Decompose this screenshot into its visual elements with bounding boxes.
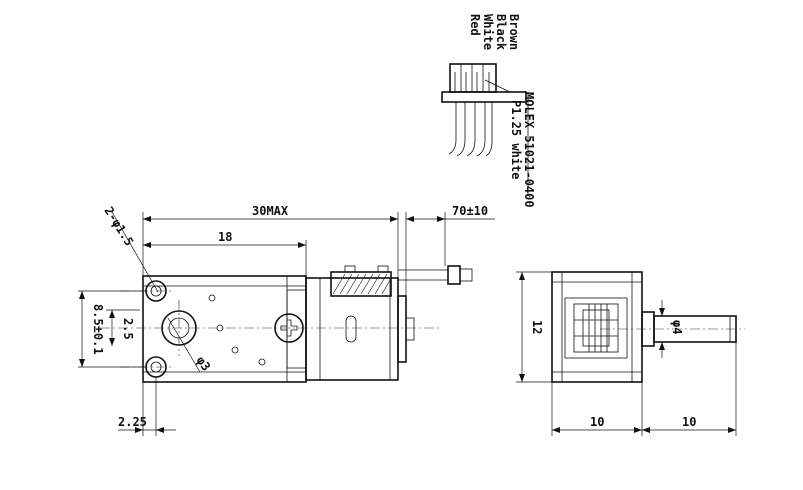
dim-lead-length: 70±10 xyxy=(452,204,488,218)
motor-front-view xyxy=(100,265,473,383)
dim-shaft-offset: 2.5 xyxy=(121,318,135,340)
connector-top-view xyxy=(441,63,527,157)
dim-side-height: 12 xyxy=(530,320,544,334)
side-view-dimensions: 12 φ4 10 10 xyxy=(516,271,737,436)
connector-label: MOLEX 51021-0400 P1.25 white xyxy=(509,92,536,208)
dim-bore-diameter: φ3 xyxy=(194,354,214,374)
wire-color-labels: Brown Black White Red xyxy=(468,14,521,51)
coil-hatching xyxy=(332,273,391,295)
dim-body-length: 18 xyxy=(218,230,232,244)
dim-hole-edge: 2.25 xyxy=(118,415,147,429)
motor-side-view xyxy=(551,271,745,383)
front-view-dimensions: 30MAX 18 70±10 2-φ1.5 8.5±0.1 2.5 φ3 xyxy=(78,204,495,436)
wire-label-white: White xyxy=(481,14,495,50)
wire-label-red: Red xyxy=(468,14,482,36)
connector-pitch-color: P1.25 white xyxy=(509,100,523,179)
dim-shaft-diameter: φ4 xyxy=(670,320,684,334)
dim-hole-pitch: 8.5±0.1 xyxy=(91,304,105,355)
dim-side-depth-left: 10 xyxy=(590,415,604,429)
wire-label-black: Black xyxy=(494,14,508,51)
dim-mount-holes: 2-φ1.5 xyxy=(101,204,136,248)
wire-label-brown: Brown xyxy=(507,14,521,50)
dim-overall-length: 30MAX xyxy=(252,204,289,218)
dim-side-depth-right: 10 xyxy=(682,415,696,429)
connector-part-number: MOLEX 51021-0400 xyxy=(522,92,536,208)
